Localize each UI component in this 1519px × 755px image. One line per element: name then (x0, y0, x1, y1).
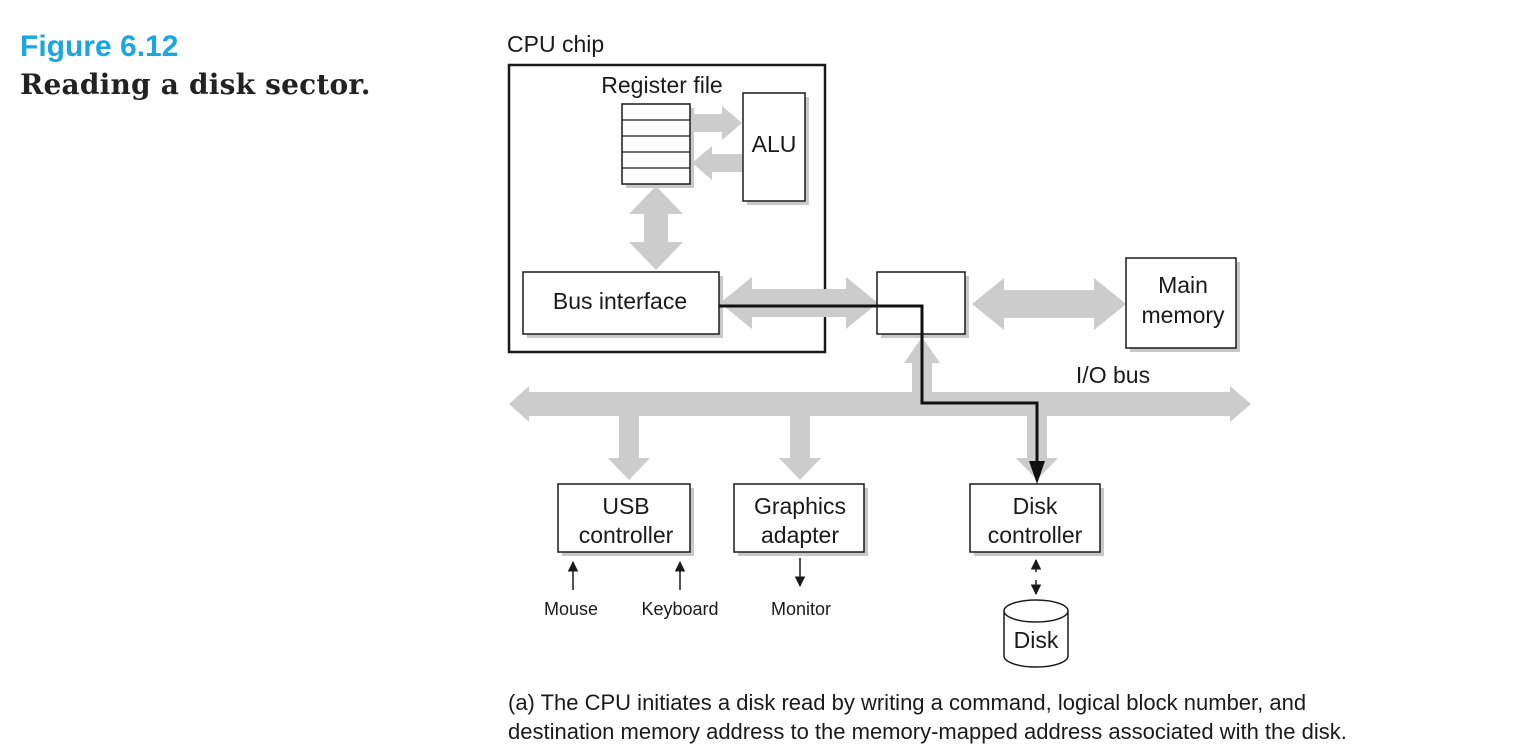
cpu-chip-label: CPU chip (507, 31, 604, 57)
alu-to-register-arrow (692, 146, 742, 180)
figure-title: Reading a disk sector. (20, 68, 371, 101)
caption-line-2: destination memory address to the memory… (508, 719, 1347, 744)
command-path-line (719, 304, 1039, 470)
alu-label: ALU (752, 131, 797, 157)
main-memory-label-line2: memory (1141, 302, 1225, 328)
figure-number: Figure 6.12 (20, 30, 179, 63)
disk-controller-label-line2: controller (988, 522, 1083, 548)
usb-bus-drop-arrow (608, 414, 650, 480)
alu-box (742, 92, 809, 205)
monitor-label: Monitor (771, 599, 831, 619)
main-memory-label-line1: Main (1158, 272, 1208, 298)
graphics-adapter-box (733, 483, 868, 556)
register-file (621, 103, 694, 188)
disk-controller-label-line1: Disk (1013, 493, 1058, 519)
usb-controller-box (557, 483, 694, 556)
io-bus-label: I/O bus (1076, 362, 1150, 388)
system-bus-arrow (720, 277, 878, 329)
register-to-alu-arrow (692, 106, 742, 140)
register-bus-interface-arrow (629, 186, 683, 270)
disk-controller-box (969, 483, 1104, 556)
main-memory-box (1125, 257, 1240, 352)
memory-bus-arrow (972, 278, 1126, 330)
figure-caption: Figure 6.12 Reading a disk sector. (20, 28, 371, 104)
usb-controller-label-line2: controller (579, 522, 674, 548)
graphics-bus-drop-arrow (779, 414, 821, 480)
io-bus-arrow (509, 386, 1251, 422)
keyboard-label: Keyboard (641, 599, 718, 619)
disk-label: Disk (1014, 627, 1059, 653)
graphics-adapter-label-line1: Graphics (754, 493, 846, 519)
bus-interface-label: Bus interface (553, 288, 687, 314)
graphics-adapter-label-line2: adapter (761, 522, 839, 548)
usb-controller-label-line1: USB (602, 493, 649, 519)
command-path-arrowhead (1029, 461, 1045, 484)
mouse-label: Mouse (544, 599, 598, 619)
disk-icon (1003, 599, 1069, 668)
caption-line-1: (a) The CPU initiates a disk read by wri… (508, 690, 1307, 715)
bus-interface-box (522, 271, 723, 338)
register-file-label: Register file (601, 72, 722, 98)
